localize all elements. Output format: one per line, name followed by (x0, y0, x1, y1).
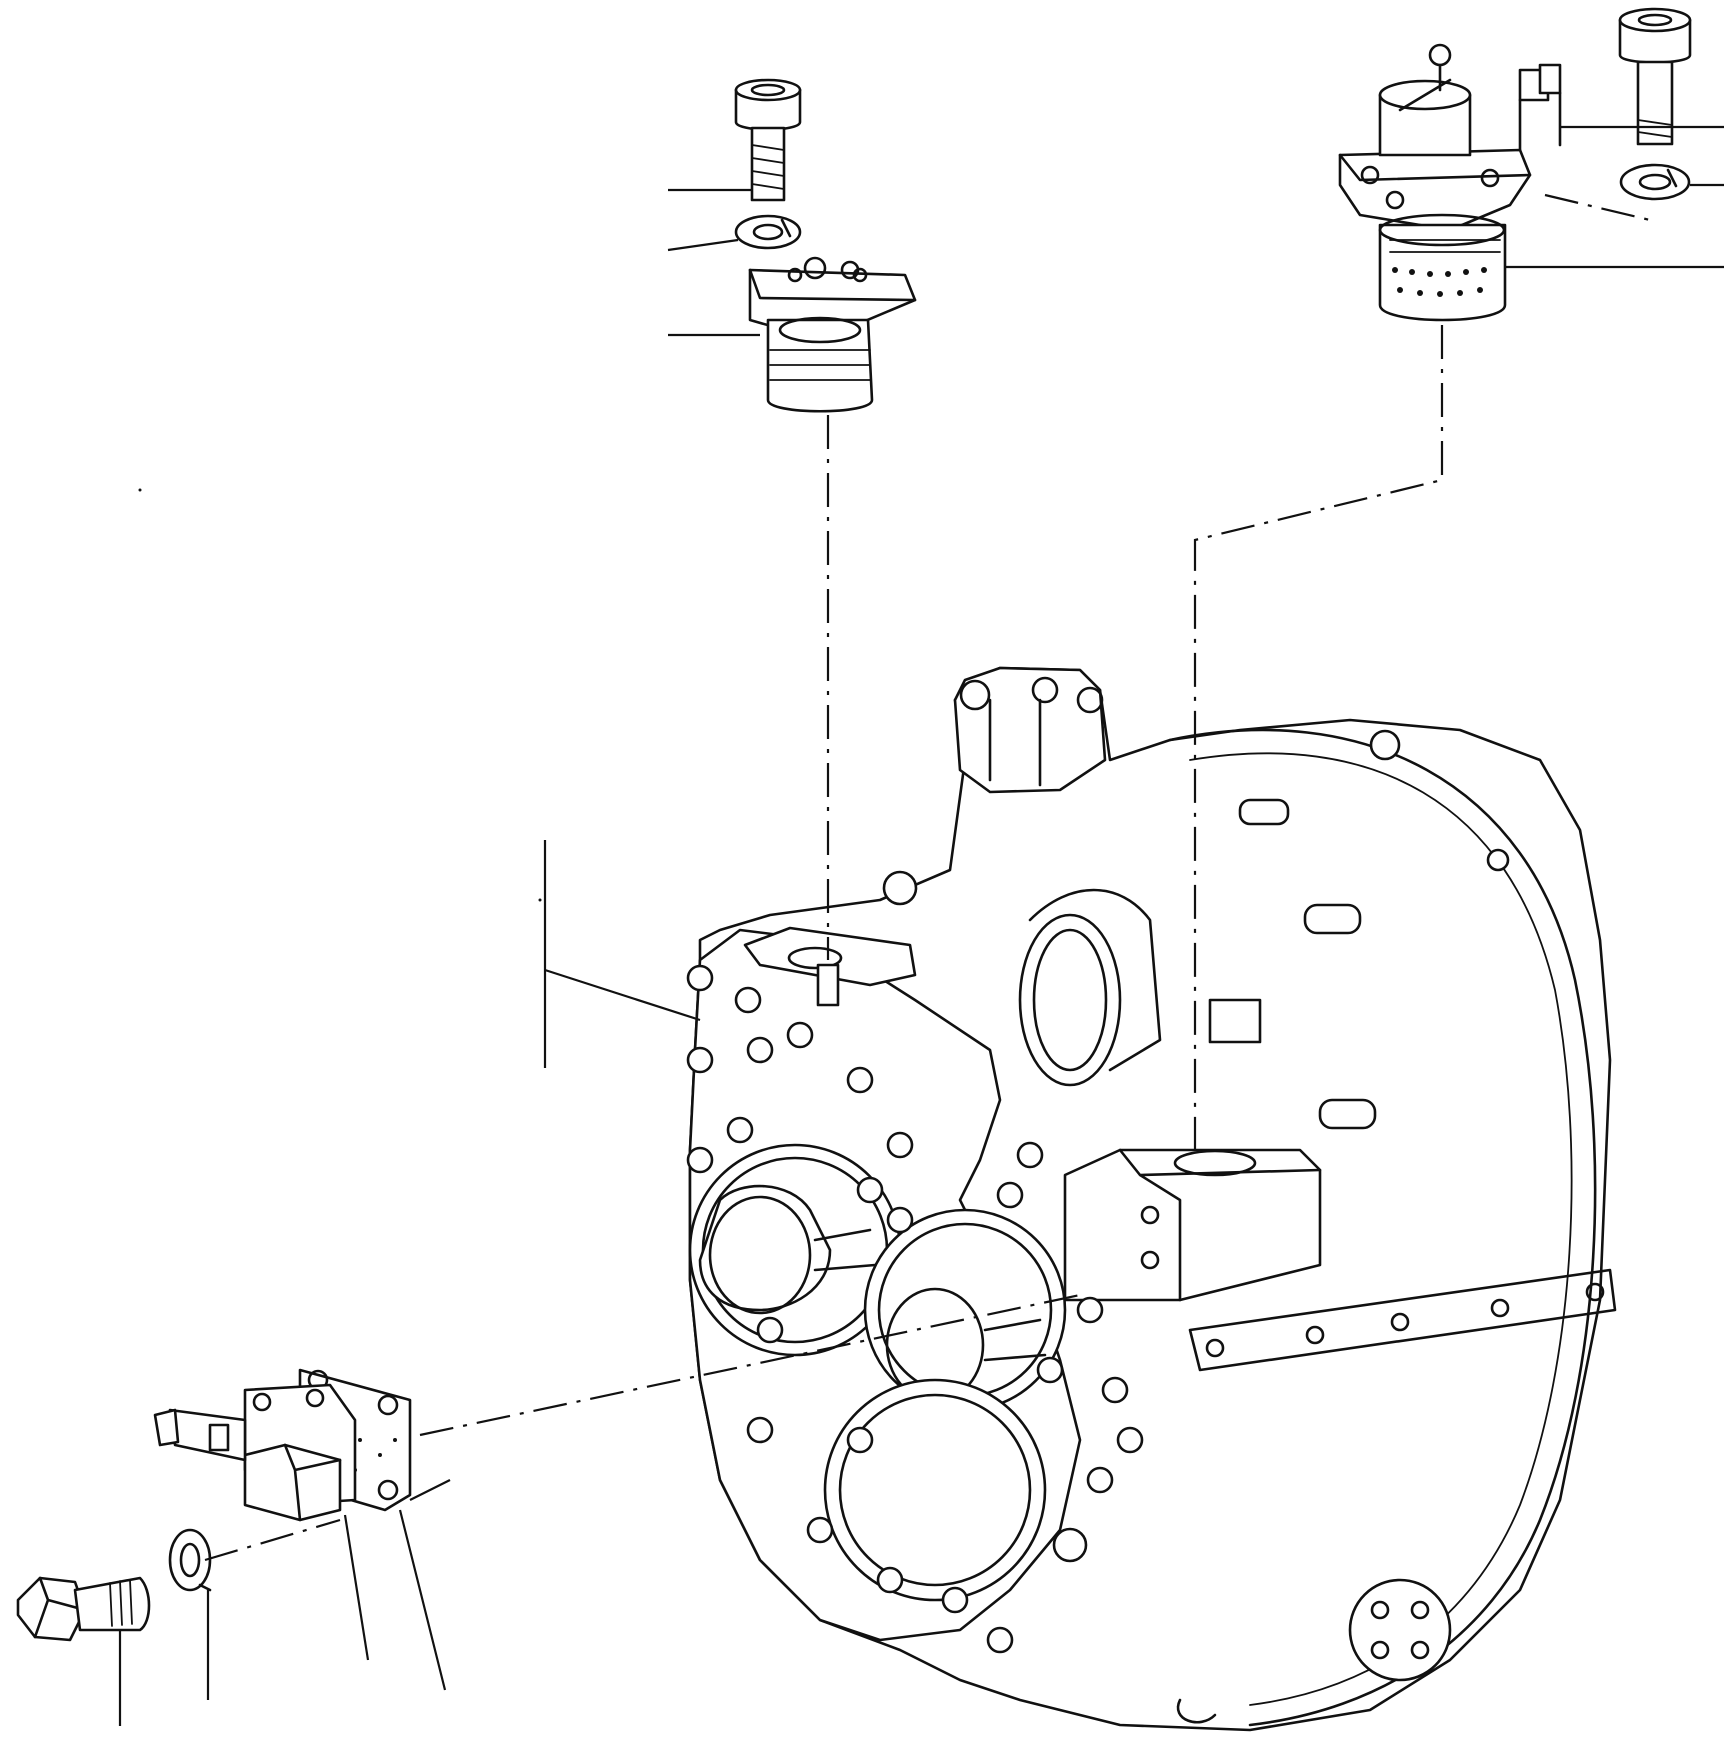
solenoid-valve-icon (1338, 7, 1692, 322)
lock-washer-icon (734, 214, 802, 250)
leader-lines (118, 125, 1724, 1726)
drain-plate (1348, 1578, 1452, 1682)
assembly-centerlines (204, 193, 1651, 1562)
lock-washer-icon (168, 1528, 212, 1592)
pressure-switch-icon (16, 1368, 412, 1642)
cap-screw-icon (1618, 7, 1692, 146)
housing-bolt-heads (686, 964, 1144, 1654)
gearbox-housing-icon (686, 666, 1617, 1732)
control-valve-icon (734, 78, 917, 413)
hex-bolt-icon (16, 1576, 151, 1642)
cap-screw-icon (734, 78, 802, 202)
lock-washer-icon (1619, 163, 1691, 201)
